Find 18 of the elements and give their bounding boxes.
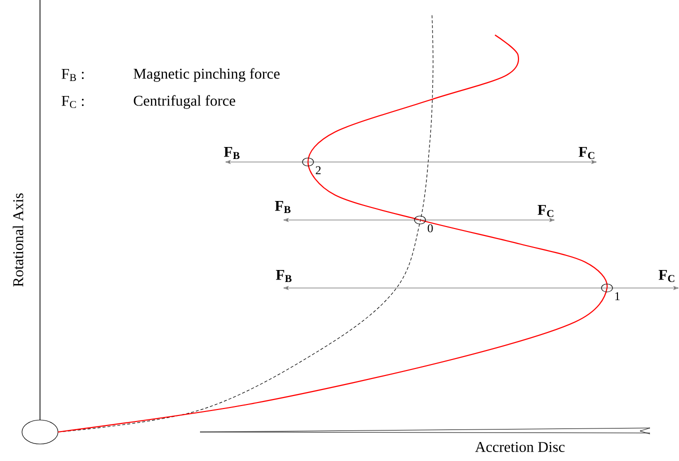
force-label: F$_{B}$: [274, 201, 291, 213]
legend-text: Centrifugal force: [134, 95, 236, 109]
axis-label: Rotational Axis: [12, 193, 24, 287]
force-label: F$_{C}$: [578, 146, 594, 160]
point-number: 0: [428, 224, 433, 232]
point-marker: [302, 158, 314, 166]
force-label: F$_{C}$: [658, 270, 674, 282]
legend-symbol: F$_{C}$ :: [62, 96, 84, 108]
point-number: 1: [615, 292, 620, 300]
legend-symbol: F$_{B}$ :: [62, 69, 84, 81]
force-label: F$_{C}$: [538, 204, 554, 218]
disc-label: Accretion Disc: [475, 442, 565, 452]
force-label: F$_{B}$: [224, 147, 240, 159]
force-label: F$_{B}$: [276, 270, 292, 282]
legend-text: Magnetic pinching force: [134, 68, 280, 82]
point-marker: [601, 284, 613, 292]
point-number: 2: [316, 166, 321, 174]
point-marker: [414, 216, 426, 224]
